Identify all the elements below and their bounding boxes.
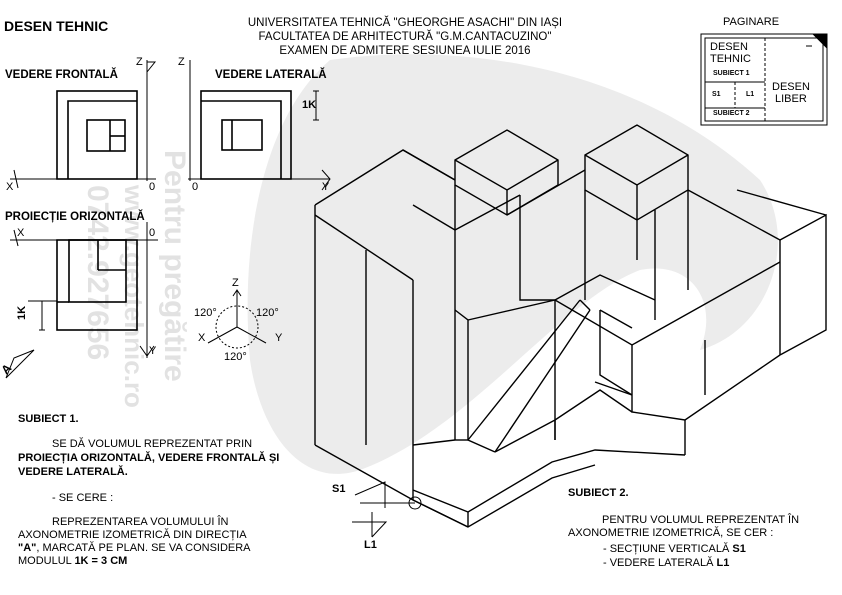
paginare-tehnic: TEHNIC <box>710 53 751 65</box>
label-side-view: VEDERE LATERALĂ <box>215 69 327 81</box>
header-session: EXAMEN DE ADMITERE SESIUNEA IULIE 2016 <box>279 45 531 57</box>
axis-z-side: Z <box>178 56 185 68</box>
subject2-line2: AXONOMETRIE IZOMETRICĂ, SE CER : <box>568 527 774 539</box>
axis-y-horiz: Y <box>149 345 157 357</box>
label-front-view: VEDERE FRONTALĂ <box>5 69 118 81</box>
paginare-subiect1: SUBIECT 1 <box>713 70 750 77</box>
paginare-s1: S1 <box>712 91 721 98</box>
axis-y-side: Y <box>322 181 330 193</box>
subject2-title: SUBIECT 2. <box>568 487 629 499</box>
iso-axis-y: Y <box>275 332 283 344</box>
subject1-requirement: REPREZENTAREA VOLUMULUI ÎN AXONOMETRIE I… <box>18 516 298 568</box>
subject1-req-line2: AXONOMETRIE IZOMETRICĂ DIN DIRECȚIA <box>18 529 247 541</box>
watermark-text-2: www.geotehnic.ro <box>119 184 149 408</box>
axis-zero-front: 0 <box>149 181 156 193</box>
module-label-horiz: 1K <box>16 305 28 320</box>
paginare-label: PAGINARE <box>723 16 780 28</box>
isometric-volume-drawing <box>314 124 827 528</box>
iso-angle-left: 120° <box>194 307 217 319</box>
paginare-desen: DESEN <box>710 41 748 53</box>
watermark-text-1: Pentru pregătire <box>158 150 191 382</box>
marker-s1: S1 <box>332 483 346 495</box>
header-faculty: FACULTATEA DE ARHITECTURĂ "G.M.CANTACUZI… <box>258 31 552 43</box>
paginare-desen-liber-2: LIBER <box>775 93 807 105</box>
axis-x-front: X <box>6 181 14 193</box>
iso-axis-z: Z <box>232 277 239 289</box>
subject1-req-line1: REPREZENTAREA VOLUMULUI ÎN <box>52 516 229 528</box>
page-title: DESEN TEHNIC <box>4 18 109 34</box>
subject1-title: SUBIECT 1. <box>18 413 79 425</box>
horizontal-projection-drawing <box>5 222 158 379</box>
section-markers <box>352 481 422 538</box>
subject1-text: SE DĂ VOLUMUL REPREZENTAT PRIN PROIECȚIA… <box>18 437 288 479</box>
axis-zero-side: 0 <box>192 181 199 193</box>
header-university: UNIVERSITATEA TEHNICĂ "GHEORGHE ASACHI" … <box>247 17 563 29</box>
module-label-side: 1K <box>302 99 317 111</box>
iso-axis-x: X <box>198 332 206 344</box>
subject1-req-line4: MODULUL <box>18 555 75 567</box>
exam-header: UNIVERSITATEA TEHNICĂ "GHEORGHE ASACHI" … <box>230 16 580 58</box>
marker-l1: L1 <box>364 539 377 551</box>
axis-x-horiz: X <box>17 227 25 239</box>
subject2-list: - SECȚIUNE VERTICALĂ S1 - VEDERE LATERAL… <box>603 542 746 570</box>
axis-z-front: Z <box>136 56 143 68</box>
side-view-drawing <box>188 60 331 191</box>
subject2-line1: PENTRU VOLUMUL REPREZENTAT ÎN <box>602 514 800 526</box>
subject2-item1: - SECȚIUNE VERTICALĂ S1 <box>603 543 746 555</box>
front-view-drawing <box>10 60 157 189</box>
subject1-req-module: 1K = 3 CM <box>74 555 128 567</box>
subject1-line1: SE DĂ VOLUMUL REPREZENTAT PRIN <box>52 438 253 450</box>
iso-angle-right: 120° <box>256 307 279 319</box>
paginare-desen-liber-1: DESEN <box>772 81 810 93</box>
subject1-req-line3: , MARCATĂ PE PLAN. SE VA CONSIDERA <box>36 542 251 554</box>
watermark-shape <box>247 54 778 474</box>
watermark-text-3: 0742.927656 <box>81 185 114 360</box>
label-horizontal-projection: PROIECȚIE ORIZONTALĂ <box>5 211 145 223</box>
subject2-text: PENTRU VOLUMUL REPREZENTAT ÎN AXONOMETRI… <box>568 514 838 540</box>
subject1-req-a: "A" <box>18 542 37 554</box>
iso-angle-bottom: 120° <box>224 351 247 363</box>
subject1-cere: - SE CERE : <box>52 492 114 504</box>
paginare-l1: L1 <box>746 91 755 98</box>
isometric-axes-symbol <box>207 289 267 349</box>
subject1-bold: PROIECȚIA ORIZONTALĂ, VEDERE FRONTALĂ ȘI… <box>18 452 280 478</box>
axis-zero-horiz: 0 <box>149 227 156 239</box>
subject2-item2: - VEDERE LATERALĂ L1 <box>603 557 730 569</box>
paginare-box <box>700 33 828 126</box>
paginare-subiect2: SUBIECT 2 <box>713 110 750 117</box>
